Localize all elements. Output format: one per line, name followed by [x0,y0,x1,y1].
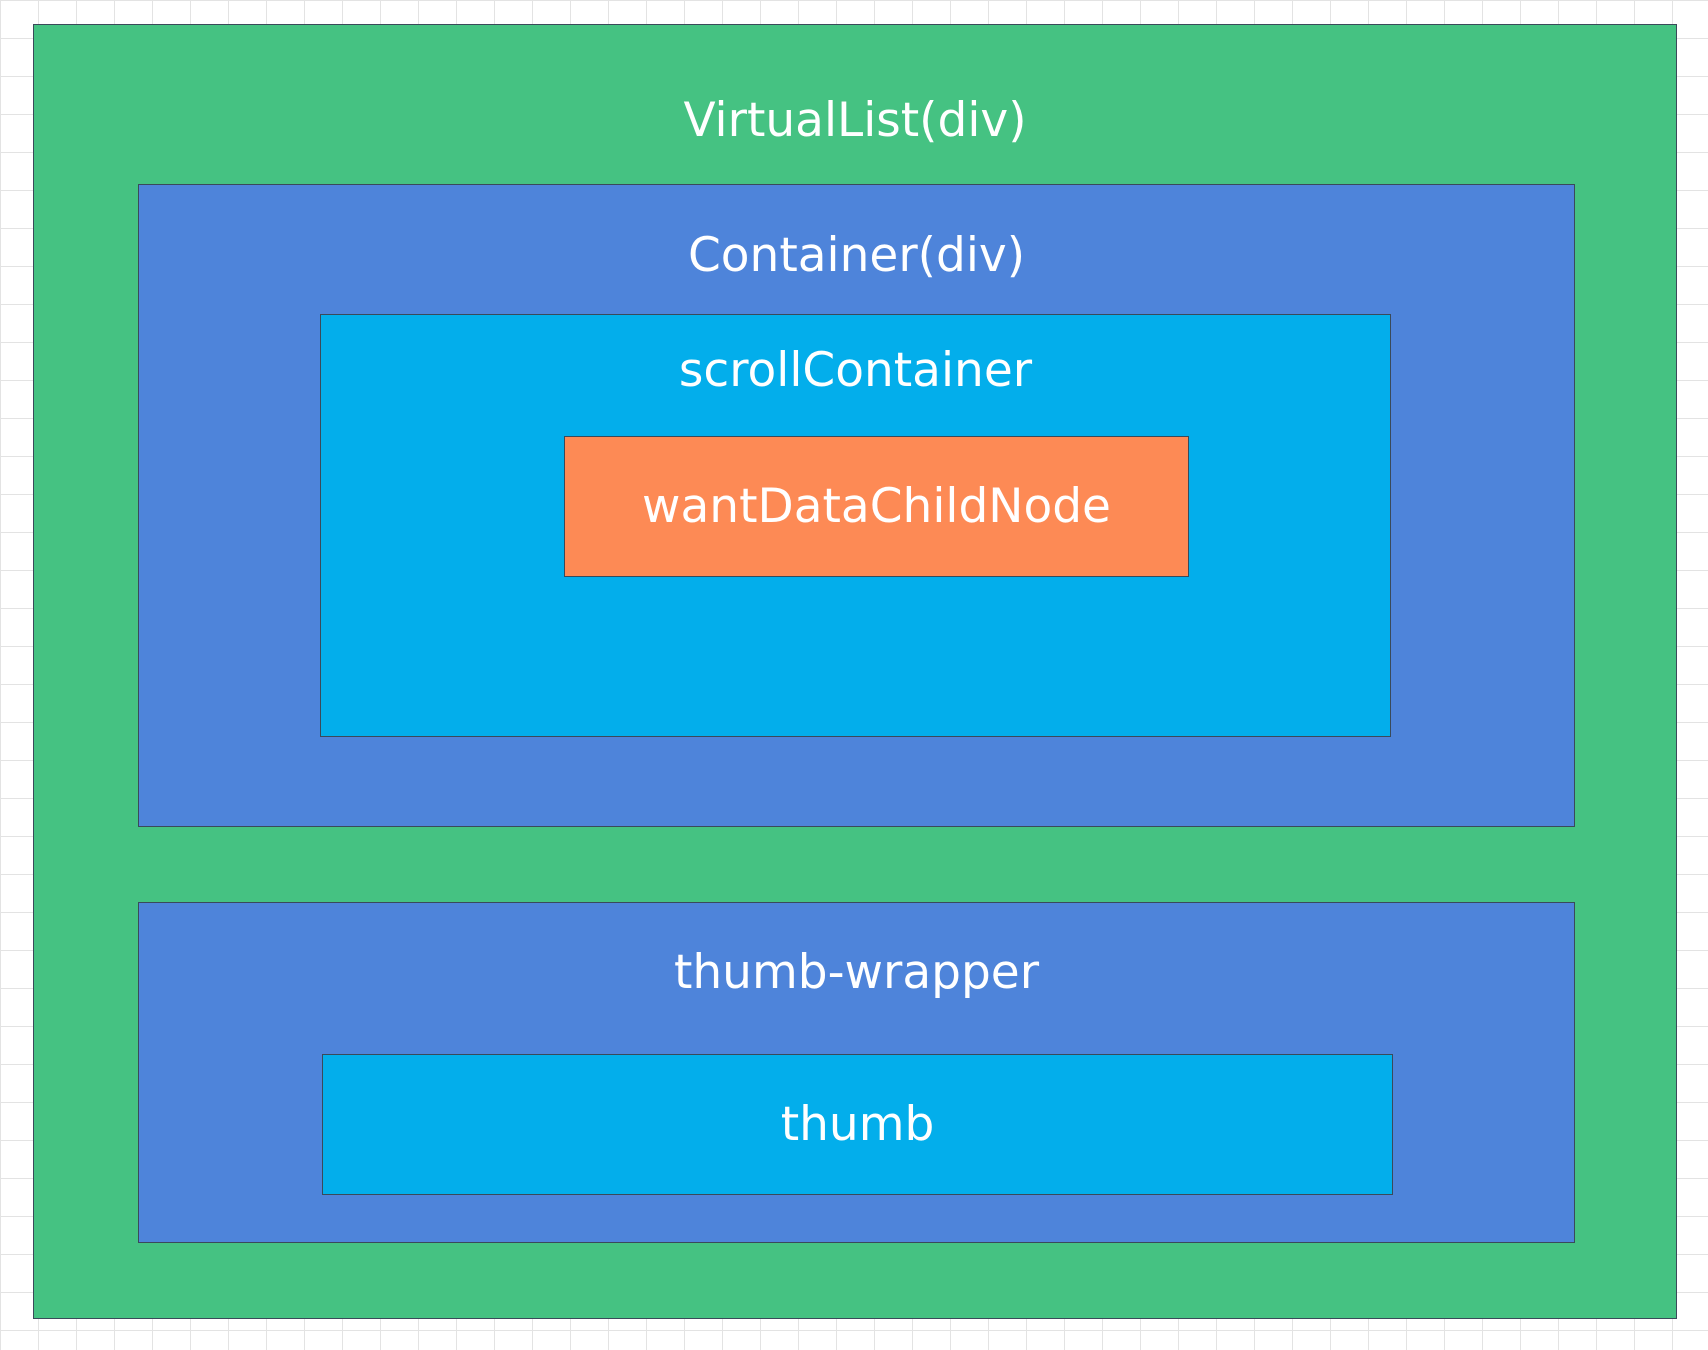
virtual-list-box: VirtualList(div) Container(div) scrollCo… [33,24,1677,1319]
scroll-container-box: scrollContainer wantDataChildNode [320,314,1391,737]
container-label: Container(div) [687,228,1026,283]
thumb-wrapper-box: thumb-wrapper thumb [138,902,1575,1243]
want-data-child-node-box: wantDataChildNode [564,436,1189,577]
scroll-container-label: scrollContainer [678,343,1033,398]
container-box: Container(div) scrollContainer wantDataC… [138,184,1575,827]
thumb-box: thumb [322,1054,1393,1195]
thumb-label: thumb [780,1097,935,1152]
thumb-wrapper-label: thumb-wrapper [673,945,1040,1000]
virtual-list-label: VirtualList(div) [683,93,1027,148]
want-data-child-node-label: wantDataChildNode [642,479,1111,534]
